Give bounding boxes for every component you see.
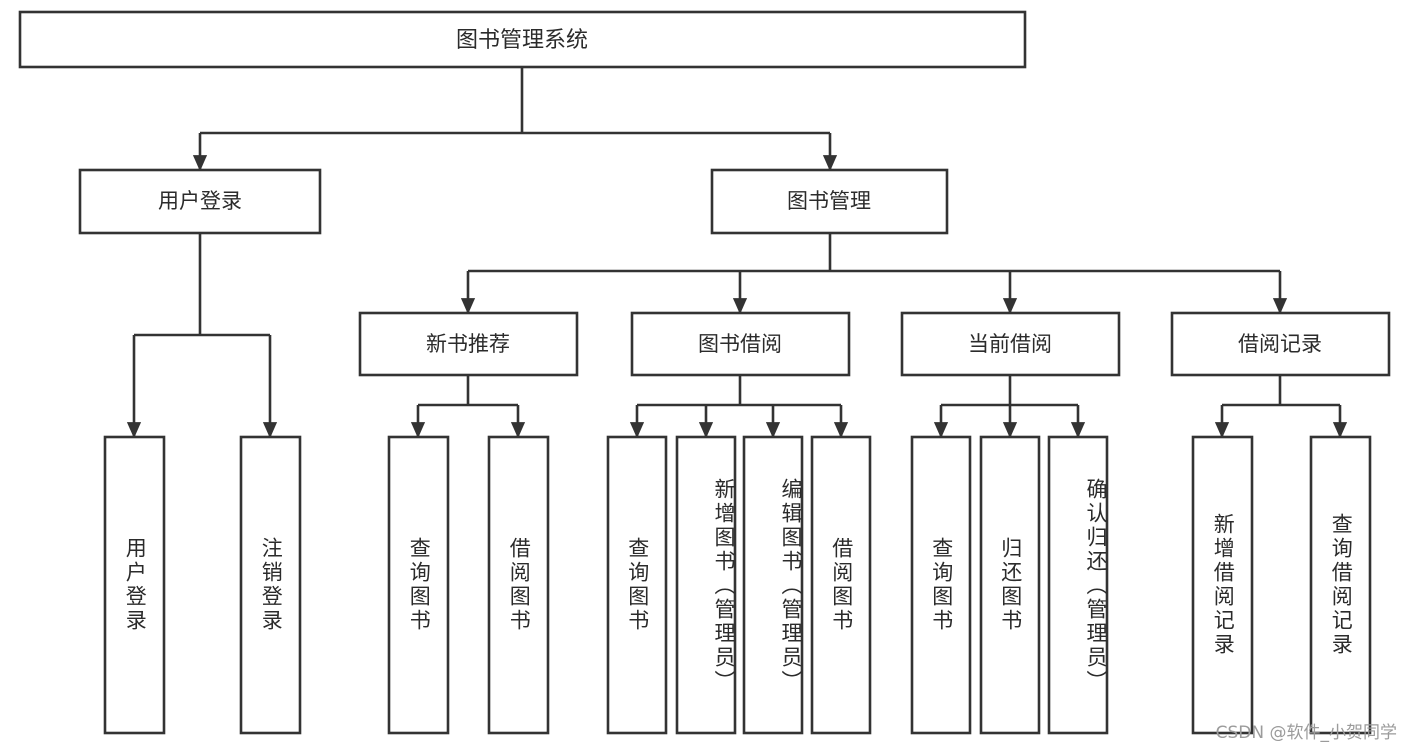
node-root-book-management-system[interactable]: 图书管理系统 (18, 10, 1027, 69)
node-new-book-recommend[interactable]: 新书推荐 (358, 311, 579, 377)
leaf-box-user-login[interactable] (103, 435, 166, 735)
connector-userlogin-to-leaves (126, 233, 278, 439)
node-current-borrow-label: 当前借阅 (968, 332, 1052, 356)
connector-root-to-level1 (192, 67, 838, 172)
leaf-box-add-book-admin[interactable] (675, 435, 737, 735)
leaf-box-query-borrow-record[interactable] (1309, 435, 1372, 735)
node-user-login[interactable]: 用户登录 (78, 168, 322, 235)
connector-bookborrow-to-leaves (629, 375, 849, 439)
connector-newbook-to-leaves (410, 375, 526, 439)
node-new-book-recommend-label: 新书推荐 (426, 332, 510, 356)
leaf-box-edit-book-admin[interactable] (742, 435, 804, 735)
node-book-borrow[interactable]: 图书借阅 (630, 311, 851, 377)
leaf-box-add-borrow-record[interactable] (1191, 435, 1254, 735)
node-user-login-label: 用户登录 (158, 189, 242, 213)
node-book-management[interactable]: 图书管理 (710, 168, 949, 235)
leaf-box-query-book-2[interactable] (606, 435, 668, 735)
node-book-borrow-label: 图书借阅 (698, 332, 782, 356)
leaf-box-confirm-return-admin[interactable] (1047, 435, 1109, 735)
node-current-borrow[interactable]: 当前借阅 (900, 311, 1121, 377)
node-borrow-records[interactable]: 借阅记录 (1170, 311, 1391, 377)
leaf-box-query-book-1[interactable] (387, 435, 450, 735)
node-root-label: 图书管理系统 (456, 28, 588, 53)
leaf-box-borrow-book-2[interactable] (810, 435, 872, 735)
connector-currentborrow-to-leaves (933, 375, 1086, 439)
node-borrow-records-label: 借阅记录 (1238, 332, 1322, 356)
leaf-box-query-book-3[interactable] (910, 435, 972, 735)
connector-borrowrecord-to-leaves (1214, 375, 1348, 439)
connector-bookmgmt-to-level2 (460, 233, 1288, 315)
leaf-box-logout[interactable] (239, 435, 302, 735)
leaf-box-borrow-book-1[interactable] (487, 435, 550, 735)
node-book-management-label: 图书管理 (787, 189, 871, 213)
leaf-box-return-book[interactable] (979, 435, 1041, 735)
